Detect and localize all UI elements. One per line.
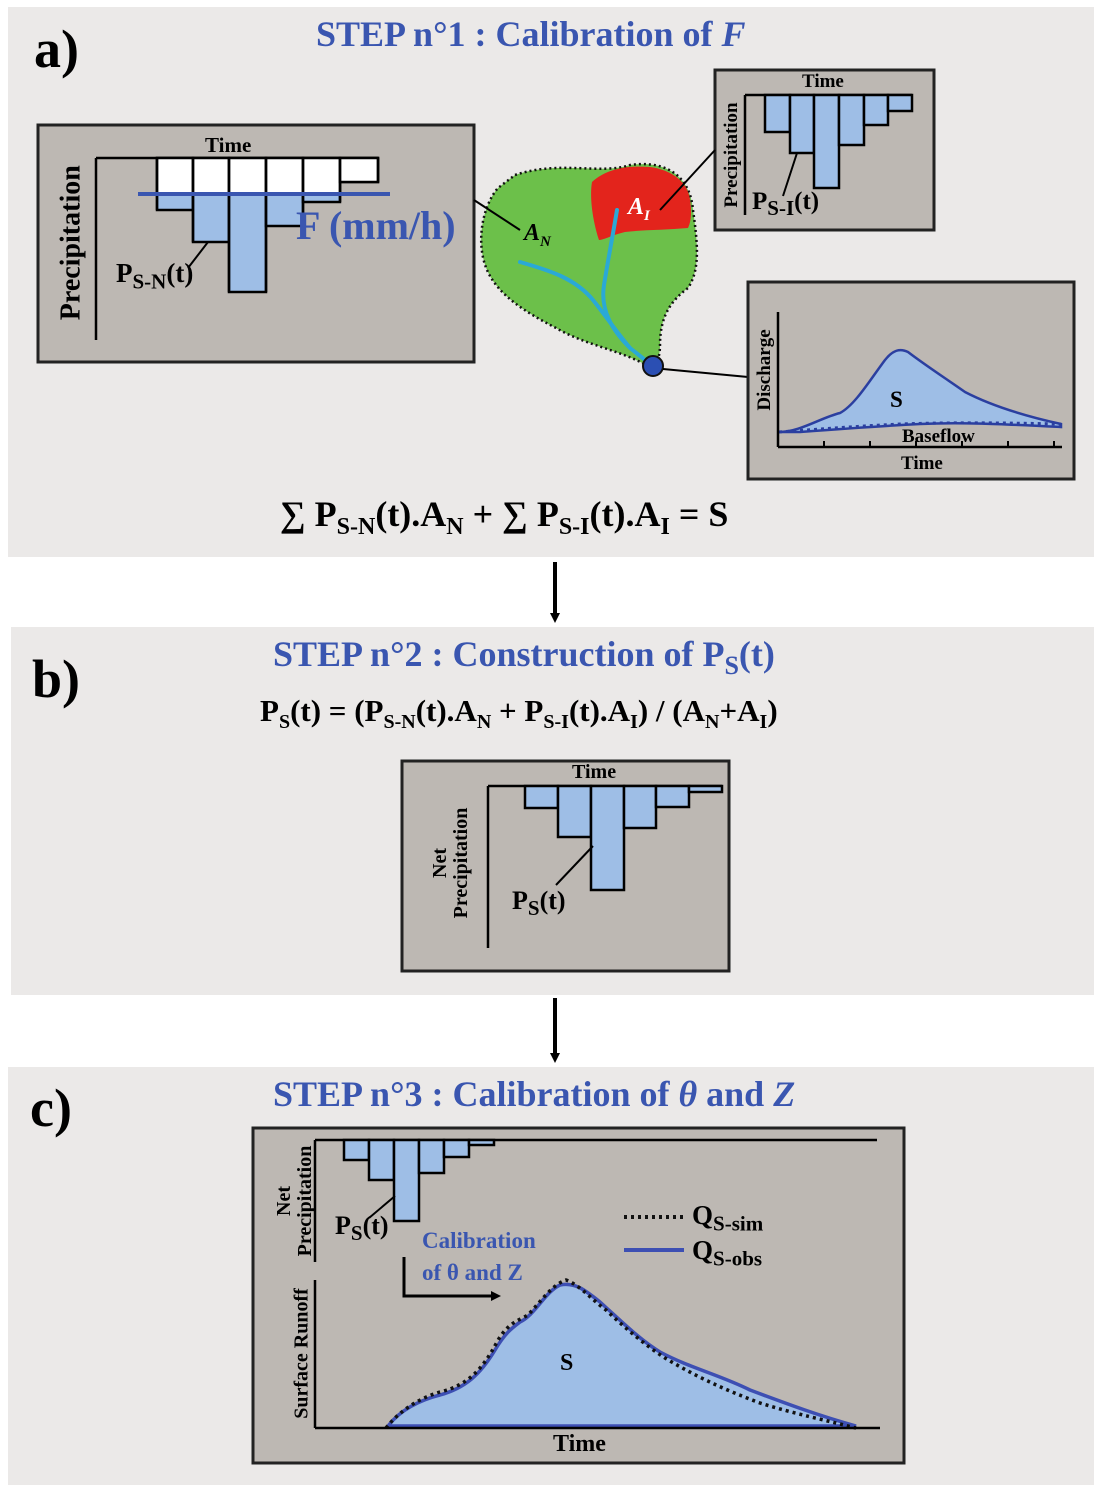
hydro-area-label: S [890,387,903,412]
bar [763,93,792,134]
bar [467,1138,496,1147]
connector-left [473,199,521,231]
outlet-point [642,355,664,377]
tr-series-label: PS-I(t) [752,188,820,220]
bar [837,93,866,147]
bar [367,1138,396,1182]
area-i-label: AI [628,194,650,224]
bar [523,784,560,810]
tr-precip-label: Precipitation [721,102,743,208]
runoff-area-label: S [560,1350,574,1376]
bar [788,93,816,155]
surface-runoff-label: Surface Runoff [290,1288,313,1419]
hyetograph-topright [743,93,914,215]
left-precip-label: Precipitation [55,165,87,321]
panel-a-title: STEP n°1 : Calibration of F [316,14,746,54]
observed-runoff [384,1282,857,1428]
leader-line [187,241,209,269]
river-network [518,208,654,368]
legend-obs-label: QS-obs [692,1235,763,1271]
tr-time-label: Time [802,71,844,92]
calibration-arrow [402,1257,501,1301]
threshold-label-F: F (mm/h) [296,203,456,248]
hyetograph-c [313,1138,877,1262]
c-series-label: PS(t) [335,1211,389,1246]
panel-b-title: STEP n°2 : Construction of PS(t) [273,634,775,681]
ps-equation: PS(t) = (PS-N(t).AN + PS-I(t).AI) / (AN+… [260,693,778,734]
discharge-label: Discharge [754,329,776,411]
runoff-hydrograph [313,1278,880,1430]
leader-line [555,845,594,886]
bar [687,784,724,794]
bar [589,784,626,892]
calibration-label-line1: Calibration [422,1228,536,1253]
panel-b-letter: b) [32,649,81,709]
connector-outlet [662,368,749,378]
net-series-label: PS(t) [512,886,566,921]
bar [622,784,658,830]
bar [342,1138,371,1162]
bar [392,1138,421,1223]
panel-c-title: STEP n°3 : Calibration of θ and Z [273,1074,796,1114]
leader-line [368,1195,396,1219]
panel-a-letter: a) [34,19,79,79]
legend-sim-label: QS-sim [692,1200,764,1236]
net-time-label: Time [572,761,617,783]
bar [556,784,593,839]
bar [862,93,890,127]
calibration-label-line2: of θ and Z [422,1260,523,1285]
leader-line [782,152,798,197]
bar [442,1138,471,1159]
hydro-time-label: Time [901,453,943,474]
runoff-time-label: Time [553,1431,606,1457]
area-n-label: AN [524,220,551,250]
bar [417,1138,446,1175]
baseflow-label: Baseflow [902,426,975,447]
water-balance-equation: ∑ PS-N(t).AN + ∑ PS-I(t).AI = S [280,494,729,541]
connector-topright [659,149,716,211]
baseflow-line [778,421,1062,434]
left-series-label: PS-N(t) [116,258,194,294]
bar [654,784,691,809]
bar [812,93,841,190]
hydrograph [776,312,1063,449]
left-time-label: Time [205,133,252,157]
panel-c-letter: c) [30,1078,72,1138]
bar [886,93,914,113]
hyetograph-net [486,784,724,948]
